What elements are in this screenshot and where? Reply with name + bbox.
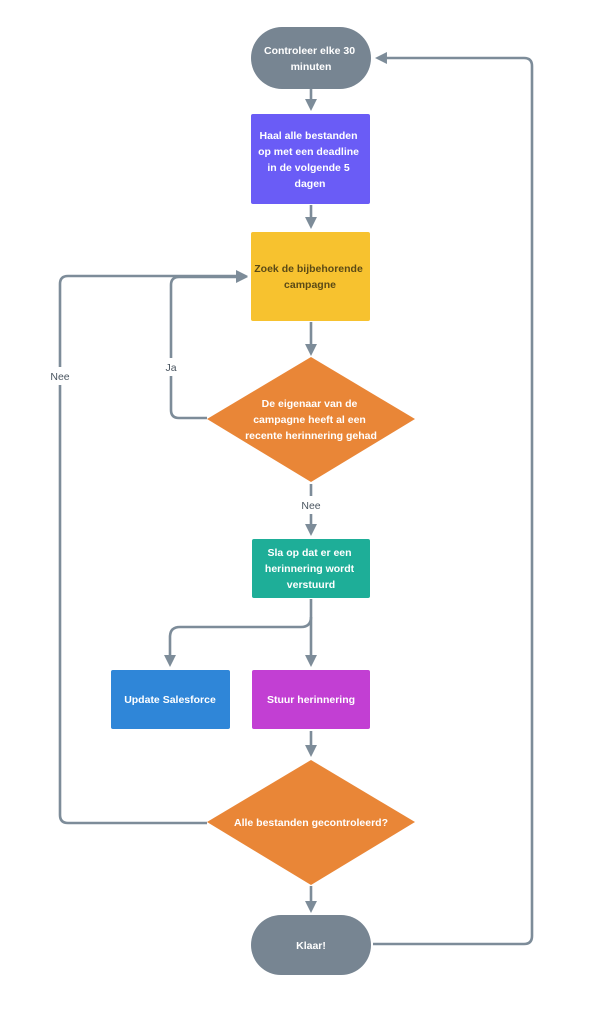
edge-labels: Ja Nee Nee <box>46 358 325 514</box>
salesforce-line-1: Update Salesforce <box>124 694 216 706</box>
all-checked-line-1: Alle bestanden gecontroleerd? <box>234 817 388 829</box>
start-text: Controleer elke 30 minuten <box>264 45 358 73</box>
fetch-line-4: dagen <box>295 178 326 190</box>
find-line-2: campagne <box>284 279 336 291</box>
start-line-1: Controleer elke 30 <box>264 45 355 57</box>
end-terminal-shape <box>251 915 371 975</box>
edge-yes-loop <box>169 271 248 420</box>
start-line-2: minuten <box>291 61 332 73</box>
reminder-line-1: Stuur herinnering <box>267 694 355 706</box>
fetch-text: Haal alle bestanden op met een deadline … <box>258 130 362 190</box>
end-text: Klaar! <box>296 940 326 952</box>
fetch-line-2: op met een deadline <box>258 146 359 158</box>
save-line-3: verstuurd <box>287 579 335 591</box>
fetch-line-3: in de volgende 5 <box>267 162 349 174</box>
edge-save-to-salesforce <box>164 616 313 667</box>
yes-loop-label: Ja <box>165 362 176 374</box>
node-send-reminder: Stuur herinnering <box>252 670 370 729</box>
fetch-line-1: Haal alle bestanden <box>260 130 358 142</box>
yes-label-bg <box>160 358 182 376</box>
find-process-shape <box>251 232 370 321</box>
reminder-text: Stuur herinnering <box>267 694 355 706</box>
node-end: Klaar! <box>251 915 371 975</box>
all-checked-decision-shape <box>207 760 415 885</box>
no-loop-label-bg <box>46 367 74 385</box>
no-continue-label: Nee <box>301 500 320 512</box>
owner-decision-line-3: recente herinnering gehad <box>245 430 377 442</box>
connectors <box>58 52 534 946</box>
all-checked-text: Alle bestanden gecontroleerd? <box>234 817 388 829</box>
node-all-checked-decision: Alle bestanden gecontroleerd? <box>207 760 415 885</box>
node-start: Controleer elke 30 minuten <box>251 27 371 89</box>
save-line-1: Sla op dat er een <box>268 547 352 559</box>
salesforce-text: Update Salesforce <box>124 694 216 706</box>
no-continue-label-bg <box>297 496 325 514</box>
end-line-1: Klaar! <box>296 940 326 952</box>
node-owner-decision: De eigenaar van de campagne heeft al een… <box>207 357 415 482</box>
edge-end-to-start <box>373 52 534 946</box>
no-loop-label: Nee <box>50 371 69 383</box>
save-process-shape <box>252 539 370 598</box>
find-text: Zoek de bijbehorende campagne <box>254 263 365 291</box>
node-fetch-files: Haal alle bestanden op met een deadline … <box>251 114 370 204</box>
reminder-process-shape <box>252 670 370 729</box>
save-line-2: herinnering wordt <box>265 563 355 575</box>
node-find-campaign: Zoek de bijbehorende campagne <box>251 232 370 321</box>
owner-decision-line-2: campagne heeft al een <box>253 414 366 426</box>
fetch-process-shape <box>251 114 370 204</box>
start-terminal-shape <box>251 27 371 89</box>
owner-decision-line-1: De eigenaar van de <box>262 398 358 410</box>
node-save-reminder: Sla op dat er een herinnering wordt vers… <box>252 539 370 598</box>
save-text: Sla op dat er een herinnering wordt vers… <box>265 547 357 591</box>
salesforce-process-shape <box>111 670 230 729</box>
node-update-salesforce: Update Salesforce <box>111 670 230 729</box>
find-line-1: Zoek de bijbehorende <box>254 263 363 275</box>
owner-decision-text: De eigenaar van de campagne heeft al een… <box>245 398 377 442</box>
owner-decision-shape <box>207 357 415 482</box>
edge-no-loop <box>58 270 248 825</box>
